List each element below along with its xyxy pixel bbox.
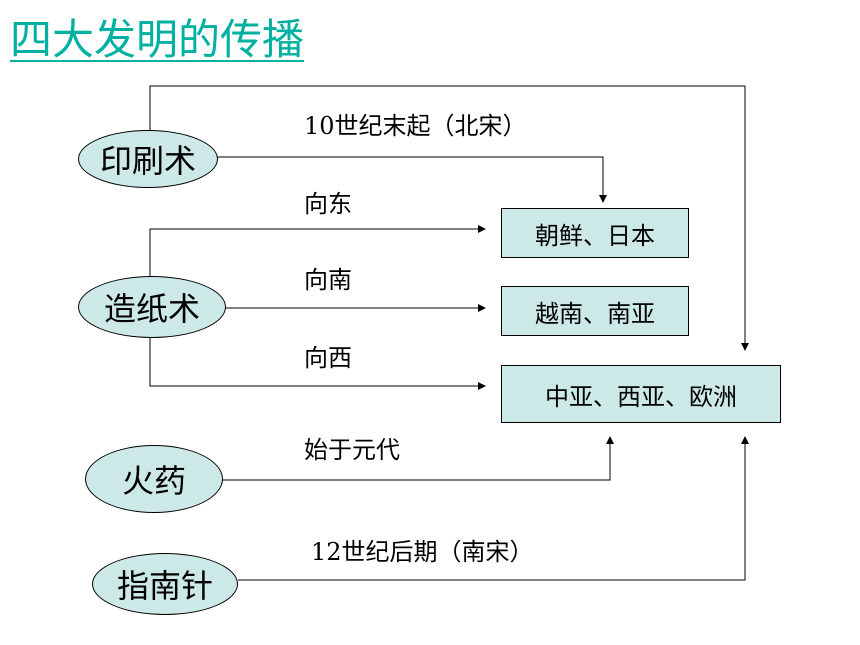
page-title: 四大发明的传播 [10,15,305,64]
dest-central-asia-europe: 中亚、西亚、欧洲 [501,365,781,423]
node-printing: 印刷术 [78,130,218,188]
label-paper-south: 向南 [304,266,352,294]
label-gunpowder-time: 始于元代 [304,436,400,464]
label-paper-east: 向东 [304,190,352,218]
compass-line [238,436,749,581]
node-compass: 指南针 [92,553,238,615]
label-compass-time: 12世纪后期（南宋） [311,538,534,566]
printing-to-europe-line [149,85,749,351]
label-printing-time: 10世纪末起（北宋） [304,112,527,140]
dest-korea-japan: 朝鲜、日本 [501,208,689,258]
paper-west-line [149,334,486,390]
printing-to-korea-line [216,156,607,203]
paper-east-line [149,225,486,284]
gunpowder-line [222,436,614,481]
node-gunpowder: 火药 [85,445,223,513]
label-paper-west: 向西 [304,344,352,372]
node-papermaking: 造纸术 [78,276,226,338]
dest-vietnam-south-asia: 越南、南亚 [501,286,689,336]
